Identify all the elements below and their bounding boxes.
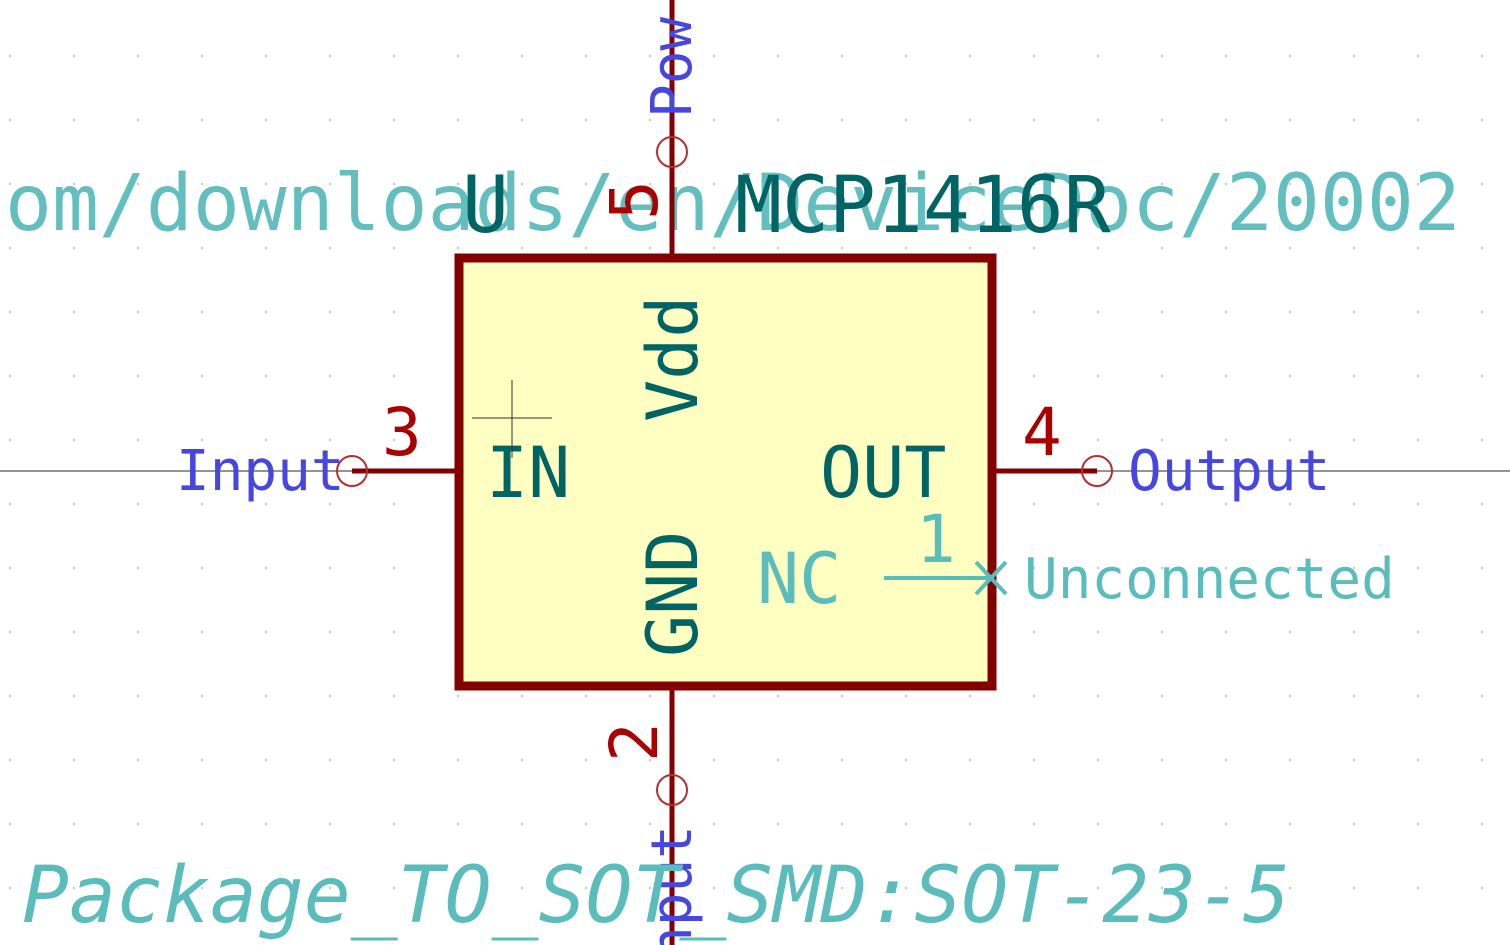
pin-2-number: 2 [596,722,673,762]
net-label-input[interactable]: Input [176,439,345,504]
pin-3-end-circle[interactable] [336,455,368,487]
pin-1-number: 1 [916,501,956,578]
pin-name-nc: NC [757,538,841,620]
datasheet-field[interactable]: om/downloads/en/DeviceDoc/20002 [5,159,1461,249]
pin-name-in: IN [486,432,570,514]
pin-2-end-circle[interactable] [656,774,688,806]
component-body[interactable] [454,253,997,691]
pin-3-number: 3 [382,394,422,471]
pin-4-end-circle[interactable] [1081,455,1113,487]
net-label-power[interactable]: Pow [640,17,705,118]
pin-name-out: OUT [820,432,946,514]
footprint-field[interactable]: Package_TO_SOT_SMD:SOT-23-5 [22,851,1290,941]
pin-name-vdd: Vdd [632,296,714,422]
crosshair-cursor-icon [472,380,552,458]
reference-field[interactable]: U [462,161,509,251]
pin-5-end-circle[interactable] [656,136,688,168]
pin-5-number: 5 [596,180,673,220]
pin-4-number: 4 [1022,394,1062,471]
pin-name-gnd: GND [632,531,714,657]
net-label-ground[interactable]: nput [640,825,705,945]
value-field[interactable]: MCP1416R [735,161,1111,251]
no-connect-marker[interactable] [974,560,1008,596]
net-label-output[interactable]: Output [1128,439,1330,504]
net-label-unconnected[interactable]: Unconnected [1024,547,1395,612]
